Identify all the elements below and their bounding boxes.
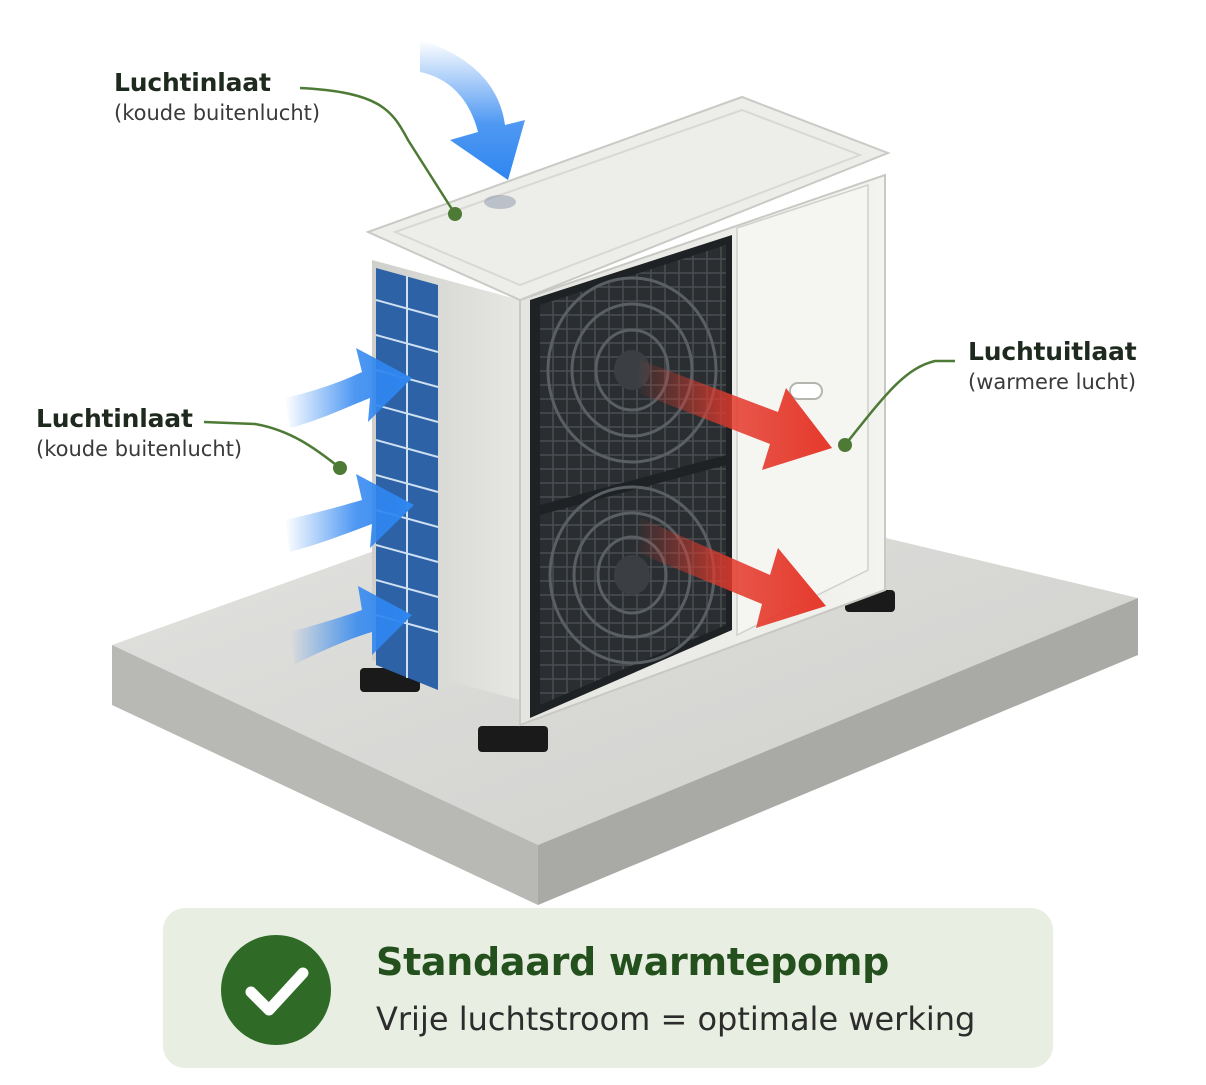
warm-air-arrow-upper — [636, 360, 832, 470]
fan-lower — [548, 485, 716, 665]
cold-air-arrow-left-1 — [285, 348, 412, 428]
label-inlet-left: Luchtinlaat (koude buitenlucht) — [36, 404, 242, 461]
label-subtitle: (koude buitenlucht) — [114, 101, 321, 125]
status-card: Standaard warmtepomp Vrije luchtstroom =… — [163, 908, 1053, 1068]
cold-air-arrow-left-3 — [290, 586, 412, 664]
label-inlet-top: Luchtinlaat (koude buitenlucht) — [114, 68, 320, 125]
label-subtitle: (koude buitenlucht) — [36, 437, 243, 461]
unit-top — [365, 95, 891, 302]
side-coil — [372, 260, 520, 700]
label-outlet: Luchtuitlaat (warmere lucht) — [968, 337, 1137, 394]
leader-line-inlet-top — [299, 86, 462, 221]
cold-air-arrow-left-2 — [285, 474, 414, 552]
label-title: Luchtuitlaat — [968, 337, 1137, 366]
leader-line-inlet-left — [203, 420, 347, 475]
label-title: Luchtinlaat — [114, 68, 271, 97]
status-title: Standaard warmtepomp — [376, 940, 890, 984]
label-title: Luchtinlaat — [36, 404, 193, 433]
service-handle — [789, 382, 823, 400]
leader-line-outlet — [838, 359, 955, 452]
unit-foot — [478, 726, 548, 752]
cold-air-arrow-top — [420, 40, 525, 180]
label-subtitle: (warmere lucht) — [968, 370, 1137, 394]
warm-air-arrow-lower — [636, 518, 826, 628]
check-icon — [221, 935, 331, 1045]
status-subtitle: Vrije luchtstroom = optimale werking — [376, 1000, 976, 1038]
